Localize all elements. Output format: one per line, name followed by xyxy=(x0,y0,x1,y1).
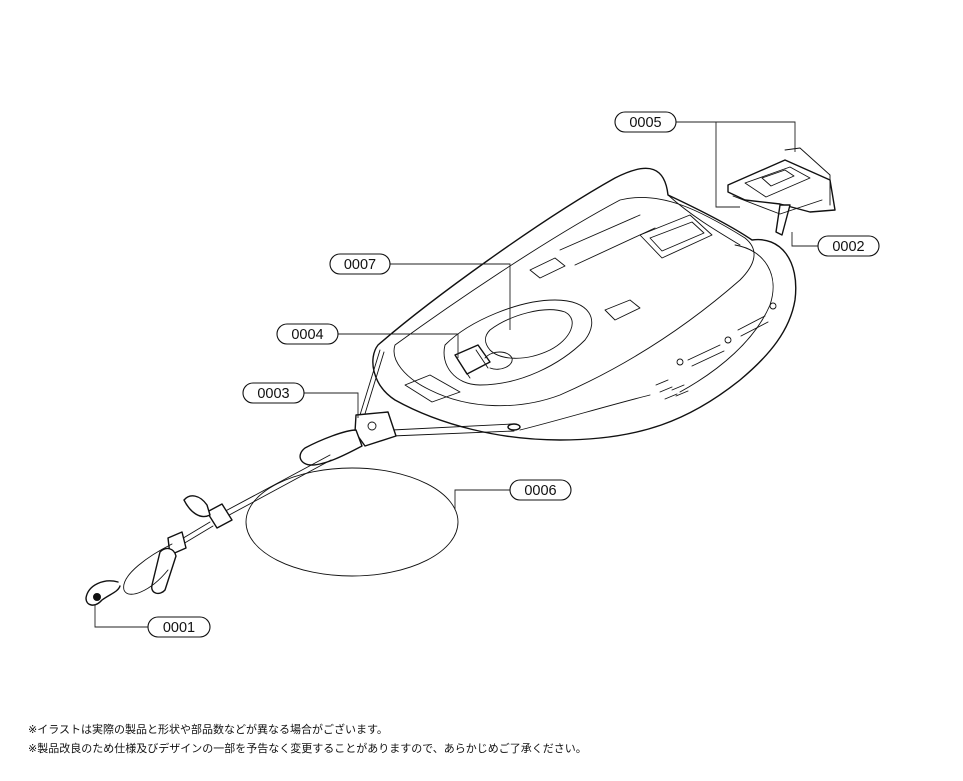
back-piece-drawing xyxy=(727,147,836,236)
part-label-0003: 0003 xyxy=(242,382,305,404)
cable-loop-drawing xyxy=(245,467,459,577)
part-label-0005: 0005 xyxy=(614,111,677,133)
svg-text:0002: 0002 xyxy=(832,239,864,255)
part-label-0002: 0002 xyxy=(817,235,880,257)
tether-strap-drawing xyxy=(299,349,521,466)
part-label-0001: 0001 xyxy=(147,616,211,638)
svg-text:0007: 0007 xyxy=(344,257,376,273)
disclaimer-notes: ※イラストは実際の製品と形状や部品数などが異なる場合がございます。 ※製品改良の… xyxy=(28,720,587,758)
part-label-0006: 0006 xyxy=(509,479,572,501)
svg-text:0003: 0003 xyxy=(257,386,289,402)
leader-lines xyxy=(94,121,818,628)
disclaimer-note-illustration: ※イラストは実際の製品と形状や部品数などが異なる場合がございます。 xyxy=(28,723,388,736)
svg-text:0005: 0005 xyxy=(629,115,661,131)
cable-hook-drawing xyxy=(85,454,332,606)
part-label-0007: 0007 xyxy=(329,253,391,275)
svg-text:0001: 0001 xyxy=(163,620,195,636)
disclaimer-note-specification: ※製品改良のため仕様及びデザインの一部を予告なく変更することがありますので、あら… xyxy=(28,742,587,755)
svg-text:0004: 0004 xyxy=(291,327,323,343)
part-label-0004: 0004 xyxy=(276,323,339,345)
svg-text:0006: 0006 xyxy=(524,483,556,499)
seat-body-drawing xyxy=(372,167,797,441)
